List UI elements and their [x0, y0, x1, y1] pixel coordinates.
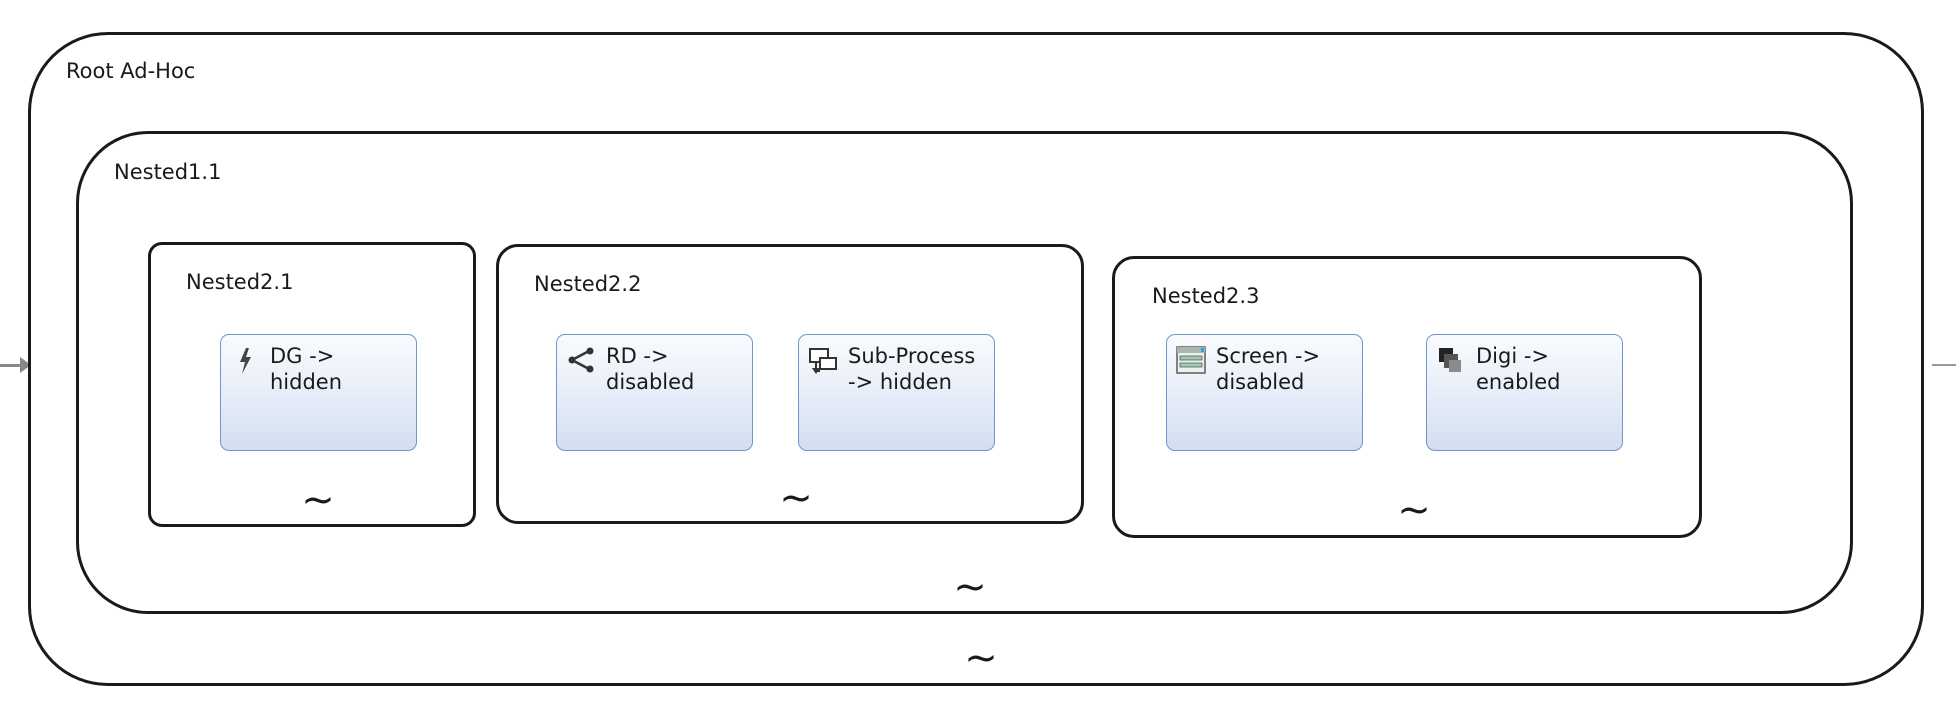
nested1-1-label: Nested1.1: [114, 160, 222, 184]
root-adhoc-frame[interactable]: [28, 32, 1924, 686]
task-digi[interactable]: Digi -> enabled: [1426, 334, 1623, 451]
outgoing-connector: [1932, 364, 1956, 366]
task-label: Sub-Process -> hidden: [848, 344, 976, 394]
root-adhoc-marker: ~: [964, 635, 998, 681]
nested2-3-label: Nested2.3: [1152, 284, 1260, 308]
task-sub-process[interactable]: Sub-Process -> hidden: [798, 334, 995, 451]
subprocess-icon: [809, 348, 837, 374]
task-dg[interactable]: DG -> hidden: [220, 334, 417, 451]
task-label: Digi -> enabled: [1476, 344, 1561, 394]
nested2-2-frame[interactable]: [496, 244, 1084, 524]
task-label: RD -> disabled: [606, 344, 695, 394]
task-screen[interactable]: Screen -> disabled: [1166, 334, 1363, 451]
nested2-1-frame[interactable]: [148, 242, 476, 527]
stack-icon: [1439, 348, 1461, 372]
nested2-1-label: Nested2.1: [186, 270, 294, 294]
task-label: DG -> hidden: [270, 344, 343, 394]
lightning-icon: [240, 348, 251, 374]
task-rd[interactable]: RD -> disabled: [556, 334, 753, 451]
nested2-2-marker: ~: [779, 475, 813, 521]
nested2-3-frame[interactable]: [1112, 256, 1702, 538]
nested1-1-marker: ~: [953, 564, 987, 610]
nested2-3-marker: ~: [1397, 487, 1431, 533]
nested2-1-marker: ~: [301, 477, 335, 523]
incoming-connector: [0, 364, 30, 367]
root-adhoc-label: Root Ad-Hoc: [66, 59, 196, 83]
share-nodes-icon: [568, 347, 594, 373]
incoming-arrowhead: [20, 357, 31, 373]
task-label: Screen -> disabled: [1216, 344, 1321, 394]
form-icon: [1176, 346, 1206, 374]
nested1-1-frame[interactable]: [76, 131, 1853, 614]
nested2-2-label: Nested2.2: [534, 272, 642, 296]
